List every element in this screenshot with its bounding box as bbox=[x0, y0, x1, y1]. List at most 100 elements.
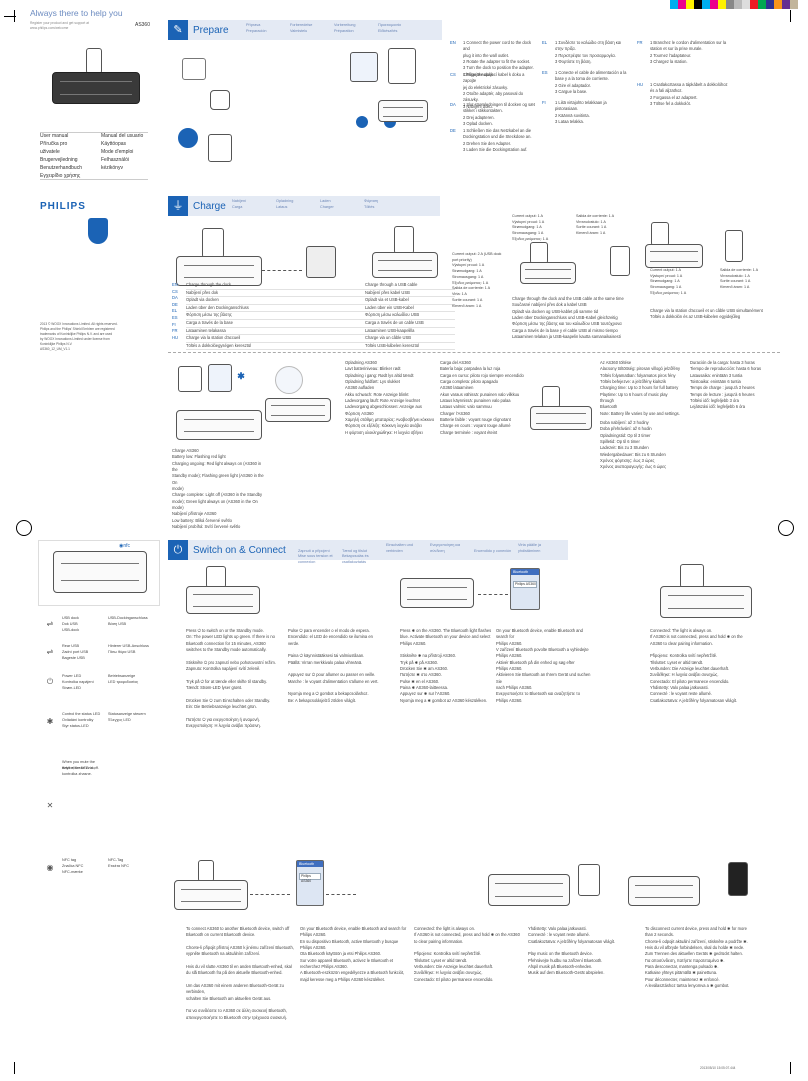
nfc-step-b: On your Bluetooth device, enable Bluetoo… bbox=[300, 926, 407, 982]
charge-line: Opladt via et USB-kabel bbox=[365, 297, 455, 305]
charge-line: Lataaminen telakassa bbox=[186, 328, 366, 336]
prepare-illustration bbox=[172, 48, 268, 188]
tagline-small: Register your product and get support at… bbox=[30, 21, 90, 30]
charge-line: Carga a través de un cable USB bbox=[365, 320, 455, 328]
phone-screen: Bluetooth Philips AS360 bbox=[510, 568, 540, 610]
divider bbox=[40, 132, 148, 133]
prepare-step-hu: 1 Csatlakoztassa a tápkábelt a dokkolóho… bbox=[650, 82, 728, 107]
usb-rear-icon: ⇌ bbox=[46, 646, 54, 656]
legend-label: Rear USB bbox=[62, 644, 80, 648]
prepare-step-fr: 1 Branchez le cordon d'alimentation sur … bbox=[650, 40, 727, 65]
charge-line: Lataaminen USB-kaapelilla bbox=[365, 328, 455, 336]
charge-line: Charge through a USB cable bbox=[365, 282, 455, 290]
charge-output-a: Current output: 2 A (USB dock port prior… bbox=[452, 252, 502, 308]
lang-code: DA bbox=[450, 102, 456, 107]
usb-charge-illustration bbox=[265, 358, 345, 438]
legend-label: Kontrolka napájení bbox=[62, 680, 94, 684]
section-subtitle: Forberedelse bbox=[290, 23, 313, 27]
lang-code: FI bbox=[172, 321, 176, 327]
controls-diagram: ◉nfc bbox=[38, 540, 160, 606]
switch-step-c: Press ✱ on the AS360. The Bluetooth ligh… bbox=[400, 628, 492, 703]
section-subtitle: Charger bbox=[320, 204, 334, 209]
section-subtitle: Nabíjení bbox=[232, 199, 247, 203]
section-subtitle: Préparation bbox=[334, 28, 354, 33]
legend-label: Power LED bbox=[62, 674, 82, 678]
lang-code: EN bbox=[172, 282, 178, 287]
charge-line: Charge via la station d'accueil bbox=[186, 335, 366, 343]
section-subtitle: Töltés bbox=[364, 204, 375, 209]
philips-shield-logo bbox=[88, 218, 108, 244]
legend-label: Dok USB bbox=[62, 622, 78, 626]
charge-line: Charge through the dock bbox=[186, 282, 366, 290]
prepare-step-de: 1 Schließen Sie das Netzkabel an die Doc… bbox=[463, 128, 532, 153]
charge-line: Laden über ein USB-Kabel bbox=[365, 305, 455, 313]
prepare-steps-illustration bbox=[338, 40, 438, 140]
lang-code: EL bbox=[172, 308, 178, 314]
philips-wordmark: PHILIPS bbox=[40, 201, 86, 212]
section-subtitle: Příprava bbox=[246, 23, 261, 27]
switch-step-b: Pulse ⏻ para encender o el modo de esper… bbox=[288, 628, 379, 703]
legend-label: Značka NFC bbox=[62, 864, 84, 868]
switch-step-e: Connected: The light is always on. If AS… bbox=[650, 628, 743, 703]
charge-status-c: Carga del AS360 Batería baja: parpadea l… bbox=[440, 360, 524, 435]
charge-output-b: Current output: 1 A Výstupní proud: 1 A … bbox=[512, 214, 549, 241]
color-swatch bbox=[782, 0, 790, 9]
color-swatch bbox=[734, 0, 742, 9]
legend-label: Βάση USB bbox=[108, 622, 127, 626]
nfc-illustration: Bluetooth Philips AS360 bbox=[168, 860, 780, 920]
legend-label: NFC tag bbox=[62, 858, 77, 862]
section-subtitle: Opladning bbox=[276, 199, 294, 203]
switch-header: ⏻ Switch on & Connect Zapnutí a připojen… bbox=[168, 540, 568, 564]
legend-label: Έλεγχος LED bbox=[108, 718, 131, 722]
prepare-step-en: 1 Connect the power cord to the dock and… bbox=[463, 40, 534, 77]
switch-step-d: On your Bluetooth device, enable Bluetoo… bbox=[496, 628, 591, 703]
tools-icon: ✎ bbox=[168, 20, 188, 40]
section-subtitle: Preparación bbox=[246, 28, 267, 33]
section-subtitle: Ενεργοποίηση και σύνδεση bbox=[430, 543, 461, 553]
crop-mark bbox=[14, 1062, 15, 1074]
legend-label: Control the status LED bbox=[62, 712, 101, 716]
section-subtitle: Zapnutí a připojení bbox=[298, 548, 330, 553]
mute-icon: ✕ bbox=[46, 800, 54, 810]
charge-time: Az AS360 töltése Alacsony töltöttség: pi… bbox=[600, 360, 681, 416]
legend-label: When you mute the device, the LED is off… bbox=[62, 760, 99, 770]
section-subtitle: Mise sous tension et connexion bbox=[298, 554, 333, 565]
section-subtitle: Laden bbox=[320, 199, 331, 203]
charge-line: Nabíjení přes kabel USB bbox=[365, 290, 455, 298]
divider bbox=[40, 179, 148, 180]
legend-label: Statusanzeige steuern bbox=[108, 712, 146, 716]
section-subtitle: Carga bbox=[232, 204, 243, 209]
manual-title: Felhasználói kézikönyv bbox=[101, 157, 130, 171]
color-swatch bbox=[678, 0, 686, 9]
legend-label: Strøm-LED bbox=[62, 686, 81, 690]
model-number: AS360 bbox=[134, 22, 150, 28]
legend-label: USB-Dockinganschluss bbox=[108, 616, 148, 620]
nfc-step-c: Connected: the light is always on. If AS… bbox=[414, 926, 520, 982]
charge-line: Φόρτιση μέσω της βάσης bbox=[186, 312, 366, 320]
color-swatch bbox=[766, 0, 774, 9]
charge-line: Töltés a dokkolóegységen keresztül bbox=[186, 343, 366, 351]
charge-usb-illustration bbox=[372, 220, 452, 300]
registration-mark bbox=[778, 520, 794, 536]
crop-mark bbox=[790, 1062, 791, 1074]
crop-mark bbox=[790, 10, 791, 22]
legend-label: Hinterer USB-Anschluss bbox=[108, 644, 149, 648]
nfc-icon: ◉nfc bbox=[119, 543, 131, 549]
pair-illustration: Bluetooth Philips AS360 bbox=[400, 568, 540, 618]
legend-label: USB dock bbox=[62, 616, 79, 620]
color-swatch bbox=[750, 0, 758, 9]
manual-title: Εγχειρίδιο χρήσης bbox=[40, 173, 81, 179]
prepare-step-fi: 1 Liitä virtajohto telakkaan ja pistoras… bbox=[555, 100, 607, 125]
color-swatch bbox=[718, 0, 726, 9]
legend-label: NFC-mærke bbox=[62, 870, 83, 874]
charge-both-note: Charge through the dock and the USB cabl… bbox=[512, 296, 624, 340]
legend-label: Styr status-LED bbox=[62, 724, 89, 728]
manual-title: Benutzerhandbuch bbox=[40, 165, 82, 171]
section-subtitle: Tænd og tilslut bbox=[342, 548, 367, 553]
prepare-step-da: 1 Slut strømledningen til docken og sæt … bbox=[463, 102, 535, 127]
prepare-step-cs: 1 Připojte napájecí kabel k doku a zapoj… bbox=[463, 72, 525, 109]
